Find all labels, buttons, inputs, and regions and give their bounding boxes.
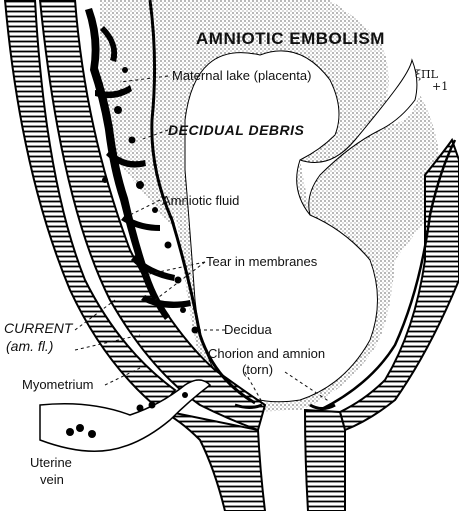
label-uterine-vein-1: Uterine xyxy=(30,455,72,470)
label-current-2: (am. fl.) xyxy=(6,338,53,354)
right-lower-wall xyxy=(305,410,345,511)
diagram-title: AMNIOTIC EMBOLISM xyxy=(196,29,385,48)
label-decidual-debris: DECIDUAL DEBRIS xyxy=(168,122,305,138)
label-decidua: Decidua xyxy=(224,322,272,337)
handwritten-note-suffix: +1 xyxy=(432,80,448,93)
label-uterine-vein-2: vein xyxy=(40,472,64,487)
label-chorion-1: Chorion and amnion xyxy=(208,346,325,361)
label-chorion-2: (torn) xyxy=(242,362,273,377)
label-current-1: CURRENT xyxy=(4,320,74,336)
label-maternal-lake: Maternal lake (placenta) xyxy=(172,68,311,83)
label-tear-in-membranes: Tear in membranes xyxy=(206,254,318,269)
label-myometrium: Myometrium xyxy=(22,377,94,392)
label-amniotic-fluid: Amniotic fluid xyxy=(162,193,239,208)
